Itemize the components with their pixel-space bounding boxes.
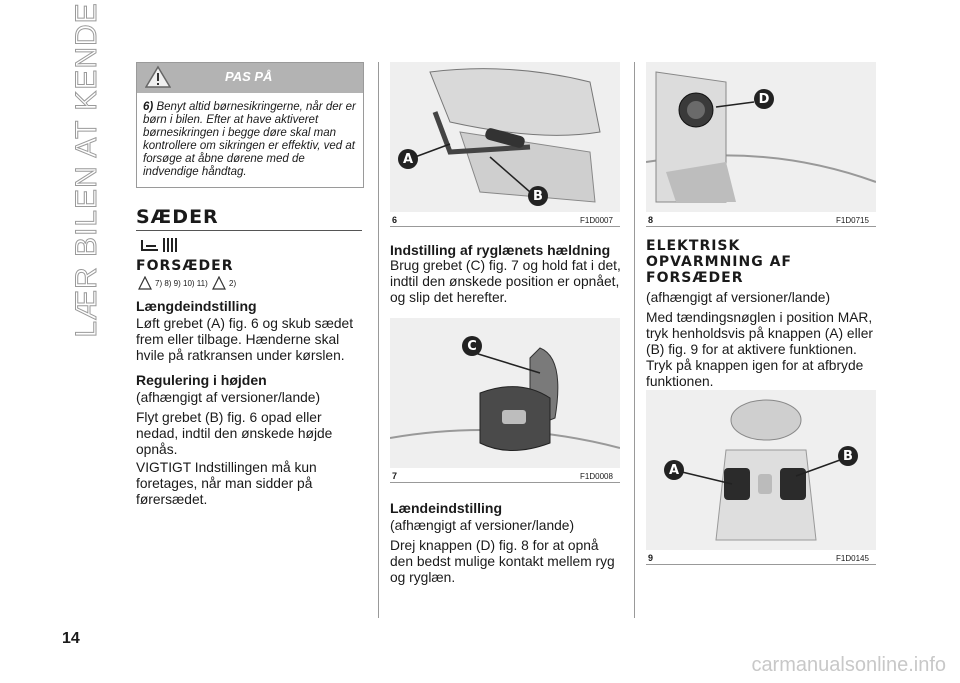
figure-6-code: F1D0007 (580, 216, 613, 225)
subheading-length: Længdeindstilling (136, 298, 257, 314)
warning-body: Benyt altid børnesikringerne, når der er… (143, 101, 356, 178)
heading-forsaeder: FORSÆDER (136, 258, 234, 274)
label-b: B (843, 449, 853, 464)
chapter-title-text: LÆR BILEN AT KENDE (70, 2, 104, 338)
caption-rule (646, 226, 876, 227)
paragraph-lumbar: Drej knappen (D) fig. 8 for at opnå den … (390, 538, 615, 585)
heading-rule (136, 230, 362, 231)
subheading-height: Regulering i højden (136, 372, 267, 388)
page-number: 14 (62, 630, 80, 647)
heading-saeder: SÆDER (136, 206, 219, 228)
backrest-handle-illustration: C (390, 318, 620, 468)
column-divider (634, 62, 635, 618)
caption-rule (390, 226, 620, 227)
figure-7-number: 7 (392, 471, 398, 481)
paragraph-recline: Brug grebet (C) fig. 7 og hold fat i det… (390, 258, 621, 305)
paragraph-length: Løft grebet (A) fig. 6 og skub sædet fre… (136, 316, 354, 363)
figure-8: D (646, 62, 876, 212)
figure-8-number: 8 (648, 215, 654, 225)
manual-seat-icon (141, 238, 177, 252)
paragraph-lumbar-note: (afhængigt af versioner/lande) (390, 518, 575, 533)
warning-text: 6) Benyt altid børnesikringerne, når der… (143, 101, 357, 179)
paragraph-heating-note: (afhængigt af versioner/lande) (646, 290, 831, 305)
caption-rule (390, 482, 620, 483)
warning-header: PAS PÅ (137, 63, 363, 93)
label-c: C (467, 339, 477, 354)
label-a: A (403, 152, 413, 167)
subheading-lumbar: Lændeindstilling (390, 500, 502, 516)
label-a: A (669, 463, 679, 478)
figure-9-code: F1D0145 (836, 554, 869, 563)
warning-triangle-icon (145, 65, 171, 88)
lumbar-knob-illustration: D (646, 62, 876, 212)
heading-seat-heating: ELEKTRISK OPVARMNING AF FORSÆDER (646, 238, 792, 286)
watermark: carmanualsonline.info (751, 654, 946, 676)
warning-title: PAS PÅ (225, 69, 273, 84)
label-d: D (759, 92, 770, 107)
label-b: B (533, 189, 543, 204)
warning-ref-icon (138, 276, 152, 290)
figure-6: A B (390, 62, 620, 212)
figure-6-number: 6 (392, 215, 398, 225)
figure-9: A B (646, 390, 876, 550)
figure-7-code: F1D0008 (580, 472, 613, 481)
paragraph-height: Flyt grebet (B) fig. 6 opad eller nedad,… (136, 410, 333, 457)
heating-buttons-illustration: A B (646, 390, 876, 550)
column-divider (378, 62, 379, 618)
environment-ref-icon (212, 276, 226, 290)
paragraph-important: VIGTIGT Indstillingen må kun foretages, … (136, 460, 317, 507)
subheading-recline: Indstilling af ryglænets hældning (390, 242, 611, 258)
paragraph-height-note: (afhængigt af versioner/lande) (136, 390, 321, 405)
caption-rule (646, 564, 876, 565)
warning-box: PAS PÅ 6) Benyt altid børnesikringerne, … (136, 62, 364, 188)
warning-refs: 7) 8) 9) 10) 11) (155, 279, 208, 288)
figure-9-number: 9 (648, 553, 654, 563)
paragraph-heating: Med tændingsnøglen i position MAR, tryk … (646, 310, 874, 389)
figure-7: C (390, 318, 620, 468)
warning-ref: 6) (143, 101, 154, 113)
seat-lever-illustration: A B (390, 62, 620, 212)
chapter-side-title: LÆR BILEN AT KENDE (62, 2, 112, 338)
figure-8-code: F1D0715 (836, 216, 869, 225)
environment-ref: 2) (229, 279, 237, 288)
